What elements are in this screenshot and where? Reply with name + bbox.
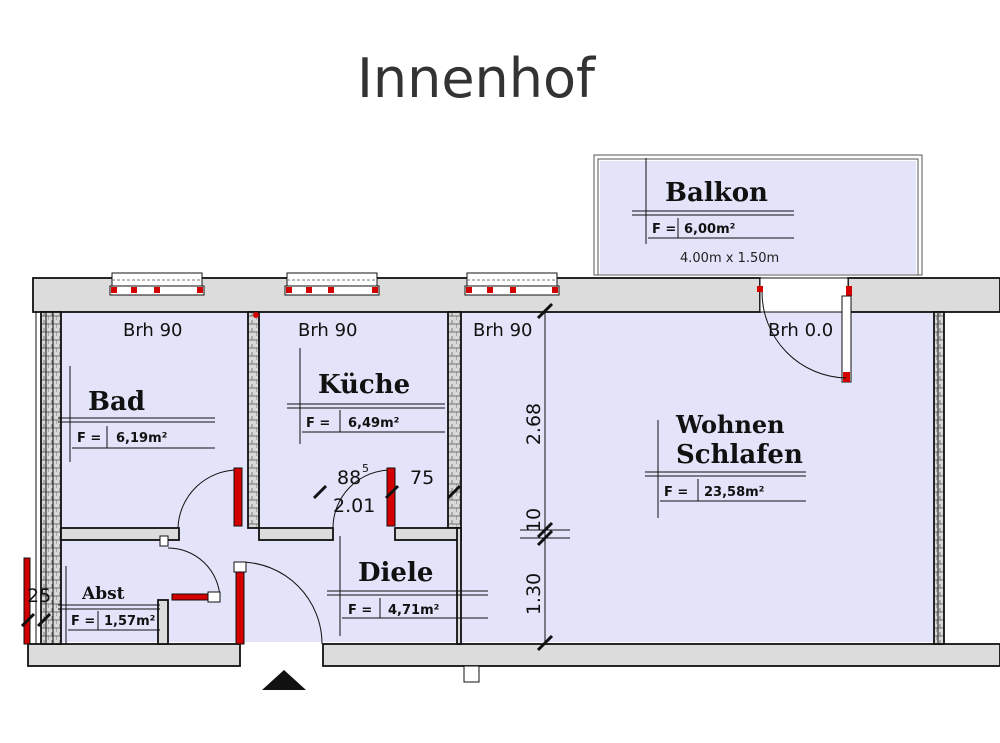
room-name-diele: Diele xyxy=(358,558,433,588)
room-name-wohnen: Wohnen xyxy=(675,410,785,439)
label-kueche: Küche F = 6,49m² xyxy=(287,348,445,444)
junction-marker xyxy=(253,312,259,318)
window-wohnen xyxy=(464,272,560,296)
windows xyxy=(109,272,852,383)
area-label-bad: F = xyxy=(77,431,101,446)
window-kueche-brh: Brh 90 xyxy=(298,320,357,341)
wall-bad-bottom xyxy=(60,527,180,541)
balkon-outline xyxy=(593,154,923,276)
wall-bottom-right xyxy=(322,643,1000,667)
entrance-arrow-icon xyxy=(262,670,306,690)
window-wohnen-brh: Brh 90 xyxy=(473,320,532,341)
balkon-door xyxy=(757,277,852,383)
room-name-schlafen: Schlafen xyxy=(676,440,803,470)
area-label-balkon: F = xyxy=(652,222,676,237)
area-value-abst: 1,57m² xyxy=(104,614,155,629)
dim-left-25: 25 xyxy=(27,585,51,607)
drain-box xyxy=(463,665,480,683)
area-label-abst: F = xyxy=(71,614,95,629)
door-entrance xyxy=(233,561,323,645)
room-floors xyxy=(61,161,934,642)
doors xyxy=(23,467,462,645)
label-bad: Bad F = 6,19m² xyxy=(58,366,215,462)
window-kueche xyxy=(284,272,380,296)
door-abst xyxy=(167,547,221,603)
label-wohnen: Wohnen Schlafen F = 23,58m² xyxy=(645,410,806,518)
room-name-bad: Bad xyxy=(88,387,145,417)
label-diele: Diele F = 4,71m² xyxy=(327,536,488,636)
door-left xyxy=(23,557,31,645)
area-value-wohnen: 23,58m² xyxy=(704,485,764,500)
area-value-bad: 6,19m² xyxy=(116,431,167,446)
area-value-diele: 4,71m² xyxy=(388,603,439,618)
wall-bottom-left xyxy=(27,643,241,667)
door-kueche xyxy=(312,467,462,529)
window-bad-brh: Brh 90 xyxy=(123,320,182,341)
area-value-balkon: 6,00m² xyxy=(684,222,735,237)
bad-floor xyxy=(61,312,248,528)
wall-kueche-bottom-right xyxy=(394,527,462,541)
window-bad xyxy=(109,272,205,296)
dim-door-bad-width: 75 xyxy=(410,467,434,489)
wall-details xyxy=(32,278,939,644)
wall-abst-right xyxy=(157,599,169,645)
wall-right xyxy=(933,311,945,645)
label-balkon: Balkon F = 6,00m² 4.00m x 1.50m xyxy=(632,158,794,266)
balkon-door-brh: Brh 0.0 xyxy=(768,320,833,341)
balkon-size: 4.00m x 1.50m xyxy=(680,251,779,266)
abst-floor xyxy=(61,540,165,642)
dim-door-kueche-height: 2.01 xyxy=(333,495,375,517)
dim-wall-10: 10 xyxy=(523,508,545,532)
room-name-abst: Abst xyxy=(81,584,125,604)
area-label-diele: F = xyxy=(348,603,372,618)
kueche-floor xyxy=(259,312,448,528)
wall-diele-wohnen xyxy=(456,527,462,645)
dim-door-kueche-width: 88 xyxy=(337,467,361,489)
area-label-kueche: F = xyxy=(306,416,330,431)
dim-height-lower: 1.30 xyxy=(523,573,545,615)
balkon-floor xyxy=(600,161,916,274)
diele-floor xyxy=(165,528,461,642)
door-bad xyxy=(159,467,243,547)
wall-kueche-bottom xyxy=(258,527,334,541)
wall-bad-kueche xyxy=(247,311,260,529)
room-name-kueche: Küche xyxy=(318,370,410,400)
area-value-kueche: 6,49m² xyxy=(348,416,399,431)
wall-top-right xyxy=(847,277,1000,313)
area-label-wohnen: F = xyxy=(664,485,688,500)
dim-door-kueche-sup: 5 xyxy=(362,462,369,475)
dim-height-upper: 2.68 xyxy=(523,403,545,445)
wohnen-floor xyxy=(461,312,934,642)
label-abst: Abst F = 1,57m² xyxy=(58,566,160,644)
dimension-line xyxy=(520,302,570,652)
room-name-balkon: Balkon xyxy=(665,178,768,208)
left-dimension xyxy=(20,312,52,644)
plan-title: Innenhof xyxy=(357,47,597,110)
